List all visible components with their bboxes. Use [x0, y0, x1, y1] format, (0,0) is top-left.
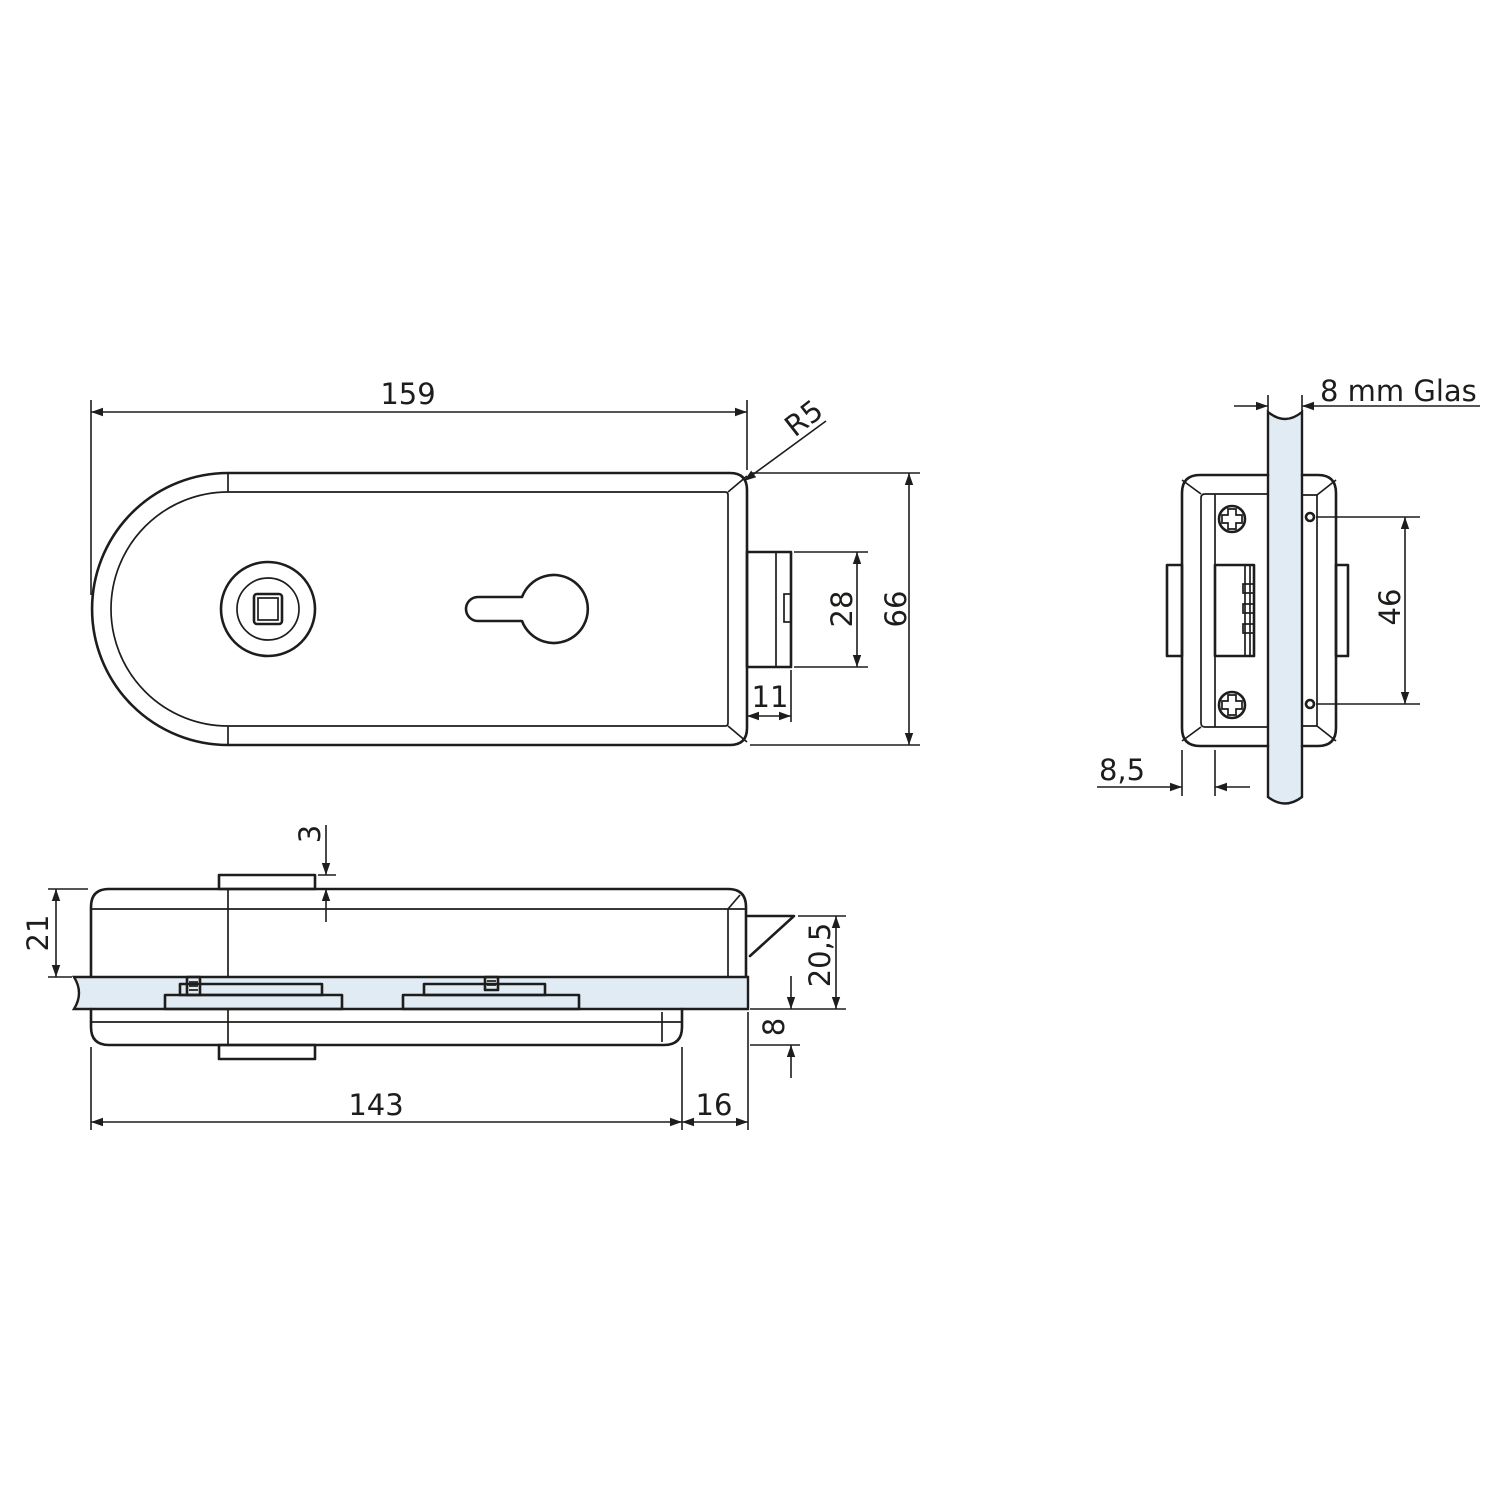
dim-corner-radius: R5 — [778, 393, 829, 444]
dim-side-bolt-spacing: 46 — [1373, 589, 1407, 626]
dim-body-thickness: 21 — [21, 915, 55, 952]
front-body-bevel — [110, 491, 729, 727]
side-dimensions: 8 mm Glas 46 8,5 — [1097, 374, 1480, 796]
dim-strike-height: 20,5 — [803, 923, 837, 988]
top-fastener-right — [483, 975, 500, 992]
front-view — [90, 471, 793, 747]
top-glass — [71, 975, 750, 1011]
glass-panel — [1266, 409, 1304, 805]
side-left-nub — [1165, 563, 1184, 658]
screw-top-icon — [1217, 504, 1247, 534]
side-view — [1165, 409, 1350, 805]
top-dimensions: 21 3 20,5 8 143 16 — [21, 825, 846, 1130]
front-dimensions: 159 R5 28 66 11 — [90, 377, 920, 746]
screw-bottom-icon — [1217, 690, 1247, 720]
bottom-spindle — [217, 1043, 317, 1061]
dim-glass-thickness: 8 mm Glas — [1320, 374, 1477, 408]
top-spindle — [217, 873, 317, 891]
dim-bottom-length: 143 — [348, 1088, 403, 1122]
dim-front-length: 159 — [380, 377, 435, 411]
dim-bottom-overhang: 16 — [696, 1088, 733, 1122]
keyhole-icon — [464, 573, 590, 645]
dim-side-offset: 8,5 — [1099, 753, 1145, 787]
side-latch — [1213, 563, 1256, 658]
top-housing — [89, 887, 748, 979]
side-right-nub — [1334, 563, 1350, 658]
dim-top-offset: 3 — [293, 825, 327, 843]
spindle-rosette — [219, 560, 317, 658]
top-fastener-left — [185, 975, 202, 997]
bottom-housing — [89, 1007, 684, 1047]
strike-plate — [746, 914, 796, 958]
dim-total-height: 66 — [879, 591, 913, 628]
dim-bolt-height: 28 — [825, 591, 859, 628]
dim-bolt-projection: 11 — [752, 680, 789, 714]
front-body-outline — [90, 471, 749, 747]
dim-glass: 8 — [757, 1018, 791, 1036]
top-view — [71, 873, 796, 1061]
